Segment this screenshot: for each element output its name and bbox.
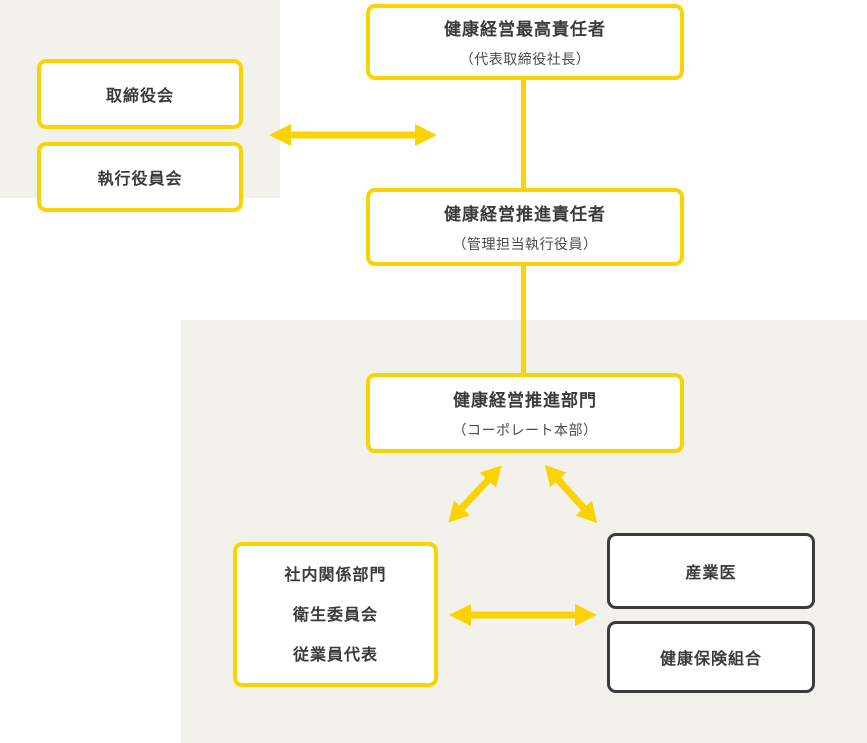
connector-ceo-to-officer (521, 78, 526, 192)
employee-representatives-line: 従業員代表 (292, 644, 378, 664)
internal-departments-box: 社内関係部門 衛生委員会 従業員代表 (233, 542, 438, 687)
health-insurance-union-label: 健康保険組合 (659, 649, 762, 668)
ceo-box: 健康経営最高責任者 （代表取締役社長） (366, 4, 684, 80)
promotion-officer-title: 健康経営推進責任者 (444, 205, 606, 225)
health-insurance-union-box: 健康保険組合 (607, 621, 815, 693)
promotion-department-subtitle: （コーポレート本部） (452, 423, 598, 439)
executive-officers-box: 執行役員会 (37, 142, 243, 212)
occupational-physician-box: 産業医 (607, 533, 815, 609)
connector-officer-to-dept (521, 264, 526, 376)
ceo-box-subtitle: （代表取締役社長） (459, 52, 591, 68)
bidirectional-arrow-internal-external (449, 604, 597, 626)
board-of-directors-label: 取締役会 (105, 86, 174, 105)
bidirectional-arrow-dept-external (544, 465, 598, 523)
occupational-physician-label: 産業医 (685, 563, 737, 582)
bidirectional-arrow-dept-internal (448, 465, 502, 523)
promotion-department-title: 健康経営推進部門 (453, 391, 597, 411)
promotion-department-box: 健康経営推進部門 （コーポレート本部） (366, 373, 684, 453)
hygiene-committee-line: 衛生委員会 (292, 604, 378, 624)
executive-officers-label: 執行役員会 (97, 169, 183, 188)
ceo-box-title: 健康経営最高責任者 (444, 20, 606, 40)
bidirectional-arrow-board-link (269, 124, 437, 146)
promotion-officer-box: 健康経営推進責任者 （管理担当執行役員） (366, 188, 684, 266)
internal-departments-line: 社内関係部門 (284, 564, 387, 584)
board-of-directors-box: 取締役会 (37, 59, 243, 129)
promotion-officer-subtitle: （管理担当執行役員） (452, 237, 598, 253)
